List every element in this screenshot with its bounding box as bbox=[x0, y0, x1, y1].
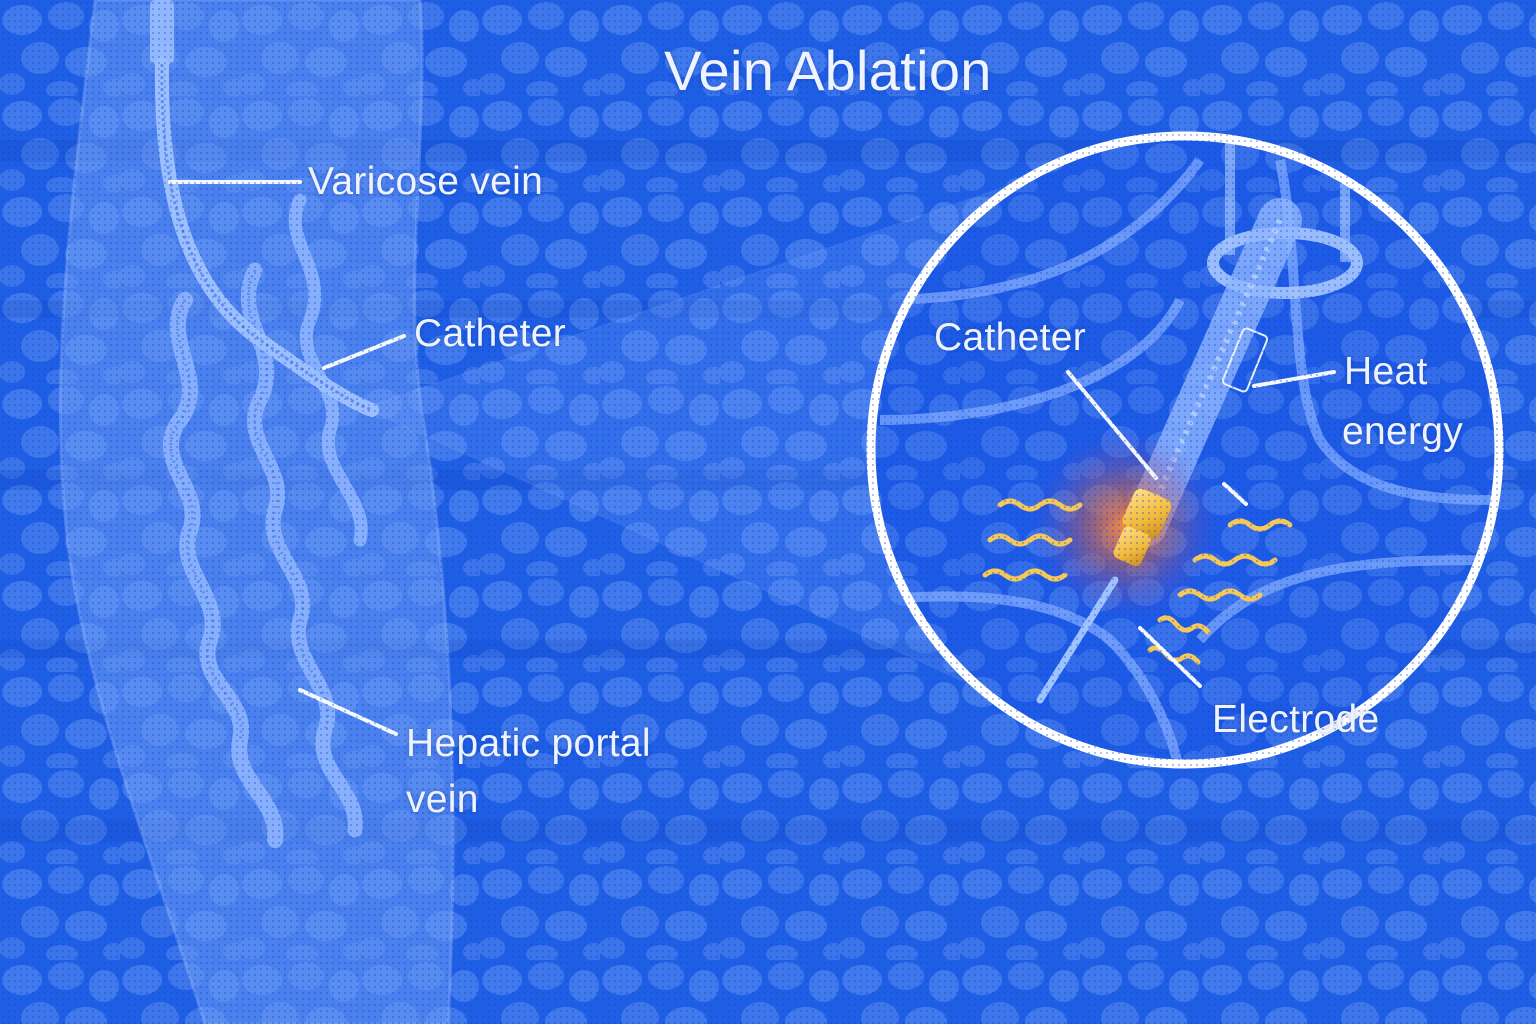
diagram-title: Vein Ablation bbox=[664, 39, 992, 102]
label-electrode: Electrode bbox=[1212, 698, 1380, 741]
label-heat-energy-line1: Heat bbox=[1344, 350, 1428, 393]
label-hepatic-portal-vein-line2: vein bbox=[406, 778, 479, 821]
label-varicose-vein: Varicose vein bbox=[308, 160, 544, 203]
label-catheter-inset: Catheter bbox=[934, 316, 1086, 359]
label-hepatic-portal-vein-line1: Hepatic portal bbox=[406, 722, 651, 765]
label-heat-energy-line2: energy bbox=[1342, 410, 1464, 453]
label-catheter-leg: Catheter bbox=[414, 312, 566, 355]
